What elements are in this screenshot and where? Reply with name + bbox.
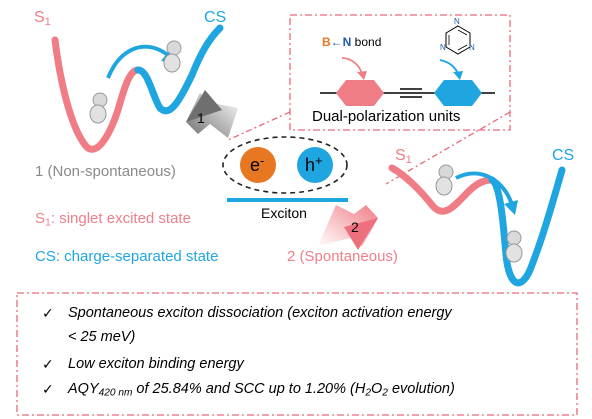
tired-figure-icon	[89, 92, 108, 124]
happy-figure-icon	[435, 164, 454, 196]
bullet-2: Low exciton binding energy	[68, 356, 244, 372]
right-transfer-arrowhead	[504, 200, 518, 215]
left-s1-label: S1	[34, 9, 51, 28]
pink-hexagon	[336, 80, 384, 106]
right-cs-curve	[488, 166, 566, 287]
bond-to-pink-arrowhead	[357, 71, 367, 80]
exciton-dashed-ellipse	[222, 136, 348, 194]
path2-label: 2 (Spontaneous)	[287, 248, 398, 265]
legend-cs: CS: charge-separated state	[35, 248, 219, 265]
bullet-1-line-1: Spontaneous exciton dissociation (excito…	[68, 305, 452, 321]
left-cs-label: CS	[204, 9, 227, 26]
check-icon: ✓	[42, 305, 54, 321]
path1-label: 1 (Non-spontaneous)	[35, 163, 176, 180]
path2-number: 2	[351, 219, 359, 235]
bond-to-pink-arrow	[341, 57, 363, 75]
left-transfer-arrow	[106, 44, 170, 79]
inset-connector-left	[227, 111, 291, 141]
hole-label: h+	[305, 153, 323, 175]
bullet-1: Spontaneous exciton dissociation (excito…	[68, 304, 452, 346]
blue-hexagon	[434, 80, 482, 106]
hole-circle	[297, 147, 333, 183]
triazine-n-top: N	[454, 17, 460, 26]
inset-caption: Dual-polarization units	[312, 108, 461, 125]
bullet-3: AQY420 nm of 25.84% and SCC up to 1.20% …	[68, 381, 455, 399]
path2-arrow	[318, 205, 378, 250]
check-icon: ✓	[42, 356, 54, 372]
inset-connector-right	[385, 111, 511, 185]
results-dashed-box	[16, 292, 578, 416]
path1-number: 1	[197, 110, 205, 126]
right-transfer-arrow	[455, 171, 514, 206]
triazine-structure	[445, 25, 471, 55]
path1-arrow	[186, 90, 238, 138]
electron-circle	[240, 147, 276, 183]
bullet-1-line-2: < 25 meV)	[68, 329, 136, 346]
inset-dashed-box	[289, 14, 511, 131]
electron-label: e-	[250, 153, 265, 175]
crouching-figure-icon	[163, 40, 182, 73]
jumping-figure-icon	[505, 230, 523, 263]
left-s1-curve	[51, 36, 142, 153]
left-cs-curve	[134, 24, 224, 115]
legend-s1: S1: singlet excited state	[35, 210, 191, 229]
triazine-to-blue-arrowhead	[453, 71, 463, 80]
right-s1-curve	[388, 164, 496, 215]
exciton-label: Exciton	[261, 205, 307, 221]
right-s1-label: S1	[395, 147, 412, 166]
right-cs-label: CS	[552, 147, 575, 164]
triazine-n-left: N	[440, 43, 446, 52]
triazine-n-right: N	[469, 43, 475, 52]
bn-bond-label: B←N bond	[322, 35, 382, 49]
check-icon: ✓	[42, 381, 54, 397]
